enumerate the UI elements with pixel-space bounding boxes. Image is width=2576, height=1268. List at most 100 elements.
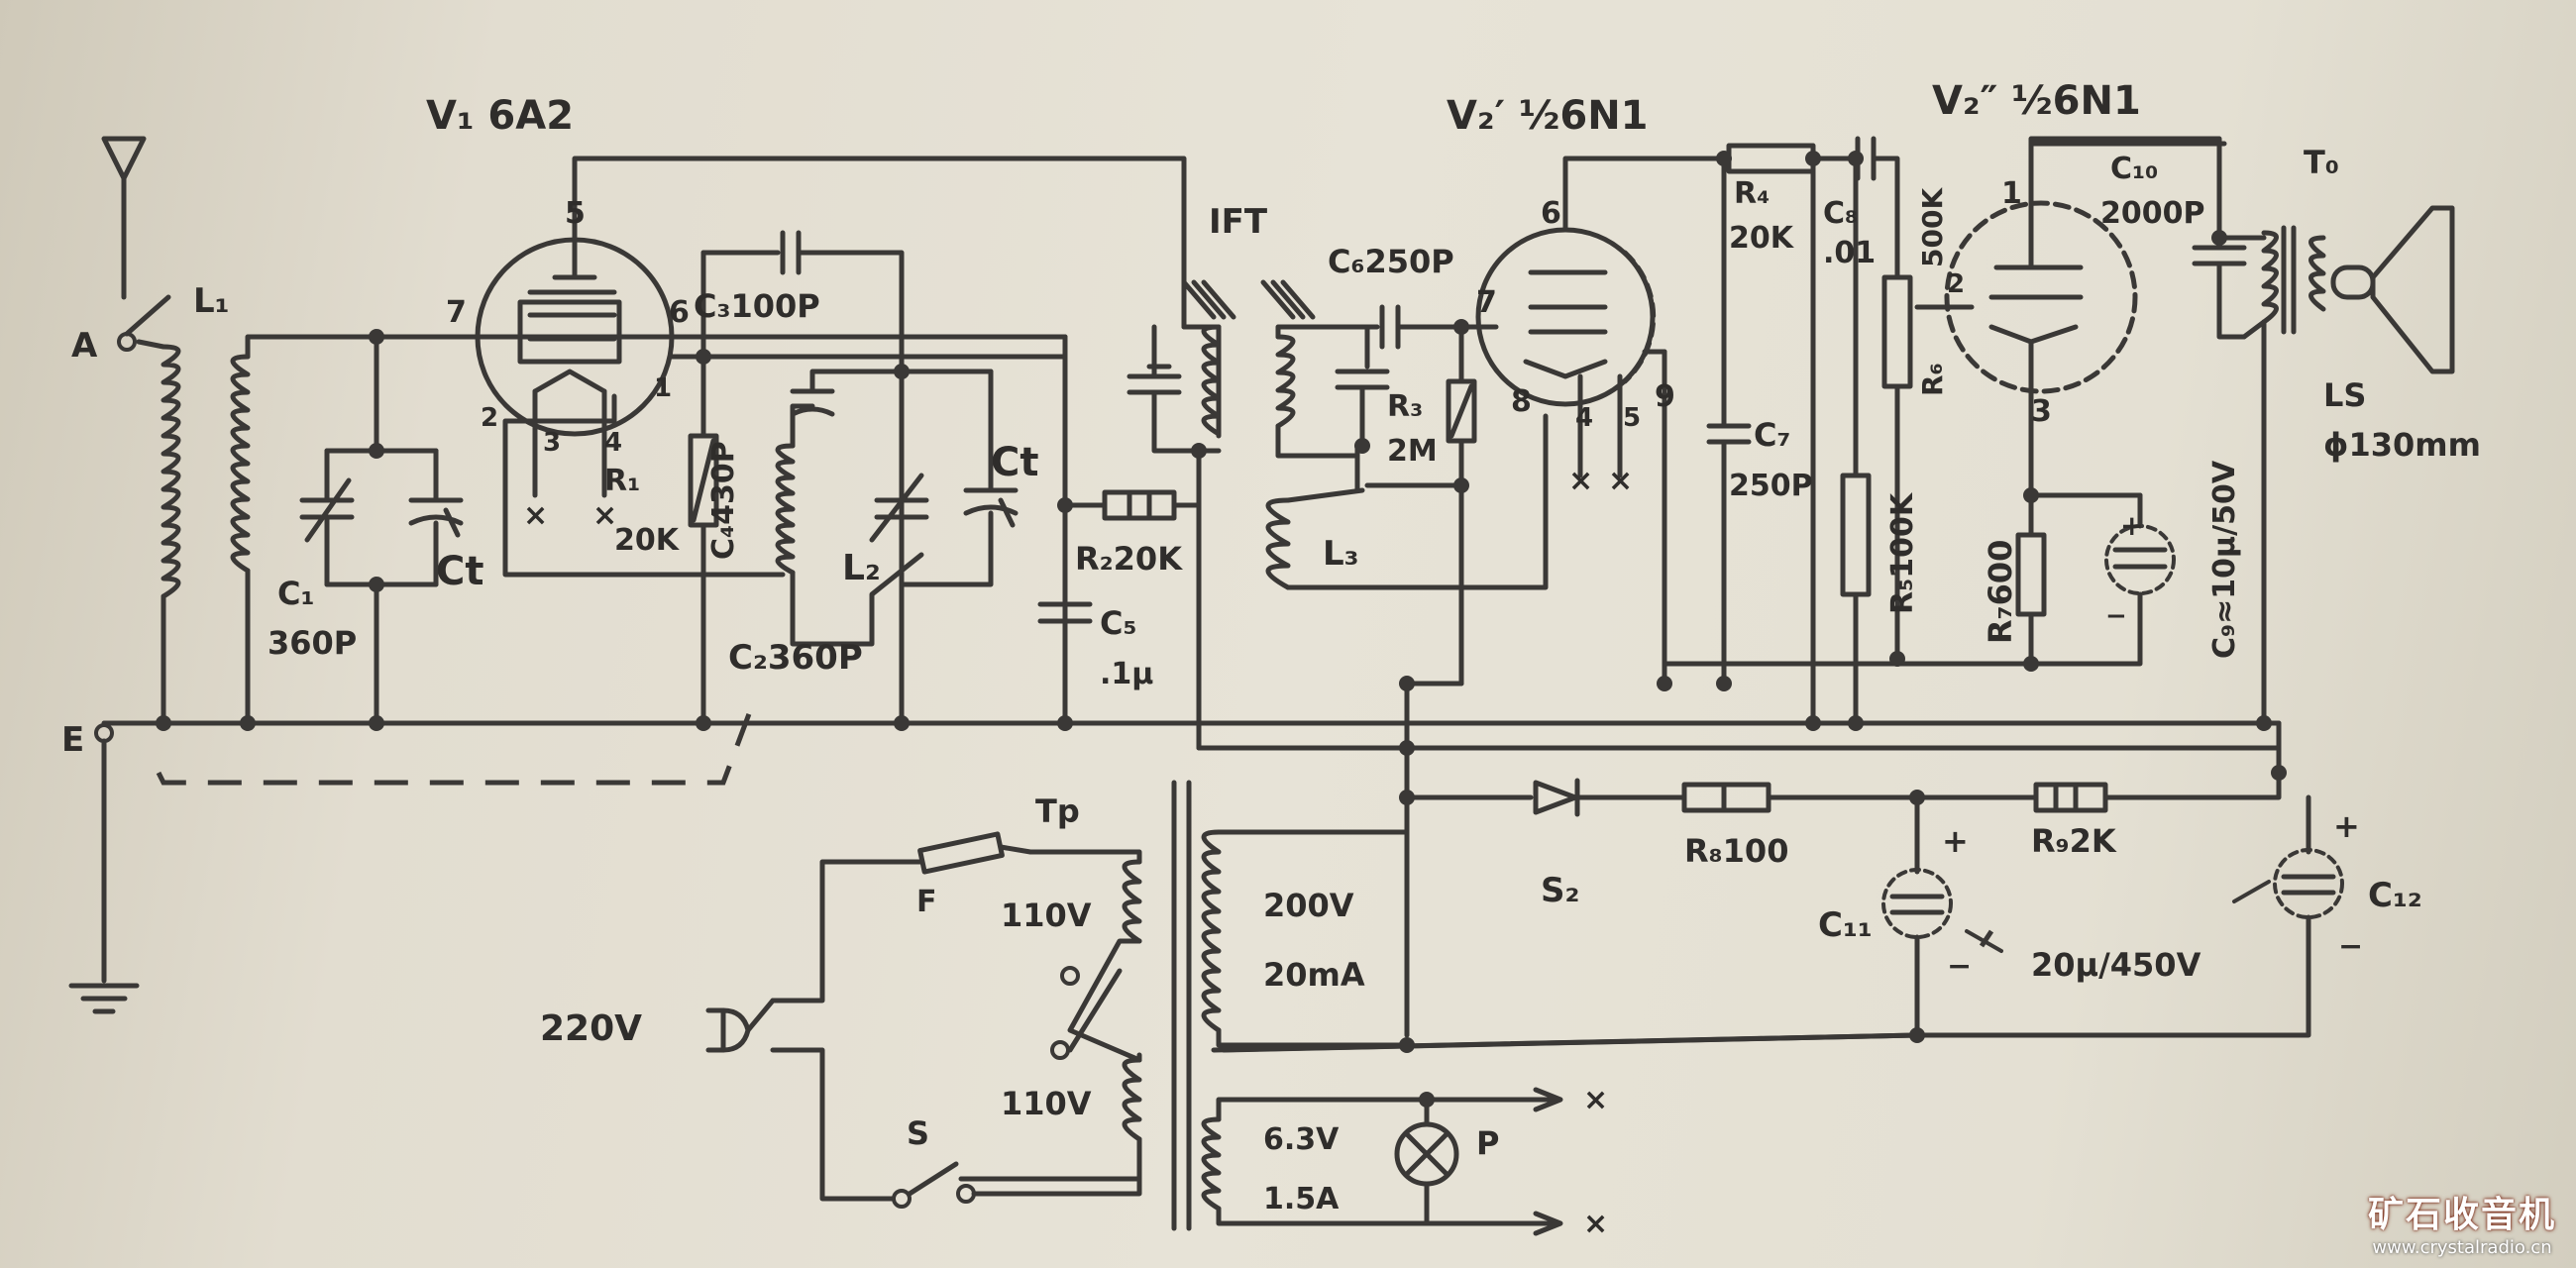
l1-label: L₁ bbox=[193, 281, 230, 321]
coil-l1-secondary bbox=[230, 354, 251, 574]
nc-mark: × bbox=[1568, 464, 1593, 498]
switch-label: S bbox=[907, 1114, 929, 1152]
c11-label: C₁₁ bbox=[1818, 905, 1873, 945]
potentiometer-r6 bbox=[1881, 274, 1913, 389]
pin-label: 4 bbox=[604, 428, 622, 458]
pin-label: 7 bbox=[446, 295, 467, 330]
pin-label: 5 bbox=[565, 196, 586, 231]
pin-label: 2 bbox=[481, 403, 498, 433]
r7-label: R₇600 bbox=[1982, 540, 2019, 644]
filament-out-mark: × bbox=[1583, 1207, 1608, 1241]
c12-label: C₁₂ bbox=[2368, 876, 2422, 915]
nc-mark: × bbox=[1608, 464, 1633, 498]
trimmer-ct1 bbox=[408, 497, 464, 538]
mains-label: 220V bbox=[540, 1008, 642, 1049]
coil-l2 bbox=[775, 443, 796, 576]
filament-out-mark: × bbox=[1583, 1083, 1608, 1117]
ift-label: IFT bbox=[1209, 202, 1268, 242]
to-label: T₀ bbox=[2304, 144, 2339, 181]
resistor-r5 bbox=[1840, 473, 1872, 597]
c1-value: 360P bbox=[268, 624, 357, 662]
plug-icon bbox=[705, 998, 776, 1053]
tube-v2b bbox=[1944, 200, 2138, 394]
antenna-icon bbox=[101, 136, 147, 300]
r6-label: R₆ bbox=[1916, 363, 1949, 396]
r9-label: R₉2K bbox=[2031, 822, 2117, 860]
filament-current: 1.5A bbox=[1263, 1182, 1340, 1216]
lamp-p bbox=[1394, 1121, 1459, 1187]
c7-label: C₇ bbox=[1754, 416, 1791, 454]
pin-label: 1 bbox=[2001, 176, 2022, 211]
coil-l1-primary bbox=[161, 344, 181, 599]
capacitor-c7 bbox=[1706, 423, 1752, 445]
c11-minus: − bbox=[1947, 949, 1972, 984]
fuse-f bbox=[917, 831, 1005, 875]
transformer-to bbox=[2261, 225, 2326, 335]
fuse-label: F bbox=[916, 885, 937, 919]
l2-label: L₂ bbox=[842, 548, 881, 588]
primary-a-label: 110V bbox=[1001, 897, 1092, 934]
c12-minus: − bbox=[2338, 929, 2363, 964]
c6-label: C₆250P bbox=[1328, 243, 1454, 280]
pin-label: 5 bbox=[1623, 403, 1641, 433]
coil-l3 bbox=[1265, 497, 1291, 590]
capacitor-c5 bbox=[1037, 601, 1093, 624]
r3-value: 2M bbox=[1387, 434, 1438, 469]
lamp-label: P bbox=[1476, 1124, 1499, 1162]
r4-value: 20K bbox=[1729, 221, 1795, 256]
c8-value: .01 bbox=[1823, 236, 1876, 270]
c9-plus: + bbox=[2120, 509, 2143, 542]
transformer-ift bbox=[1181, 279, 1316, 437]
ct1-label: Ct bbox=[436, 549, 483, 594]
trimmer-c4 bbox=[790, 388, 835, 417]
c5-label: C₅ bbox=[1100, 604, 1137, 642]
pin-label: 9 bbox=[1655, 379, 1675, 414]
l3-label: L₃ bbox=[1323, 534, 1359, 574]
c10-label: C₁₀ bbox=[2110, 152, 2158, 186]
pin-label: 4 bbox=[1575, 403, 1593, 433]
watermark: 矿石收音机 www.crystalradio.cn bbox=[2368, 1186, 2556, 1258]
tube-v2b-label: V₂″ ½6N1 bbox=[1932, 78, 2141, 124]
c11-12-value: 20μ/450V bbox=[2031, 946, 2201, 984]
pin-label: 7 bbox=[1476, 285, 1497, 320]
diode-sz bbox=[1533, 778, 1580, 817]
pin-label: 6 bbox=[1541, 196, 1561, 231]
r3-label: R₃ bbox=[1387, 389, 1423, 424]
r2-label: R₂20K bbox=[1075, 540, 1183, 578]
pin-label: 2 bbox=[1947, 269, 1965, 299]
r5-label: R₅100K bbox=[1885, 491, 1920, 614]
pin-label: 6 bbox=[669, 295, 690, 330]
r8-label: R₈100 bbox=[1684, 832, 1788, 870]
tp-label: Tp bbox=[1035, 792, 1080, 830]
c3-label: C₃100P bbox=[694, 287, 820, 325]
watermark-title: 矿石收音机 bbox=[2367, 1195, 2556, 1235]
nc-mark: × bbox=[523, 498, 548, 533]
watermark-url: www.crystalradio.cn bbox=[2372, 1237, 2552, 1258]
primary-b-label: 110V bbox=[1001, 1085, 1092, 1122]
electrolytic-c11 bbox=[1881, 868, 1953, 939]
resistor-r2 bbox=[1102, 489, 1177, 521]
resistor-r7 bbox=[2015, 532, 2047, 617]
c2-label: C₂360P bbox=[728, 638, 863, 678]
c10-value: 2000P bbox=[2100, 196, 2204, 231]
c4-label: C₄430P bbox=[706, 441, 741, 560]
nc-mark: × bbox=[592, 498, 617, 533]
sec-hv-label: 200V bbox=[1263, 887, 1354, 924]
resistor-r4 bbox=[1726, 143, 1816, 174]
ls-value: ϕ130mm bbox=[2323, 426, 2481, 464]
switch-s bbox=[892, 1161, 976, 1209]
r1-value: 20K bbox=[614, 523, 681, 558]
c5-value: .1μ bbox=[1100, 657, 1153, 691]
ground-icon bbox=[68, 983, 140, 1014]
c11-plus: + bbox=[1942, 822, 1969, 860]
pin-label: 8 bbox=[1511, 384, 1532, 419]
c9-label: C₉≈10μ/50V bbox=[2207, 460, 2242, 659]
c12-plus: + bbox=[2333, 807, 2360, 845]
terminal-a-label: A bbox=[71, 326, 98, 366]
tube-v2a-label: V₂′ ½6N1 bbox=[1447, 93, 1649, 139]
terminal-e-label: E bbox=[61, 720, 84, 760]
electrolytic-c12 bbox=[2273, 848, 2344, 919]
filament-voltage: 6.3V bbox=[1263, 1122, 1340, 1157]
